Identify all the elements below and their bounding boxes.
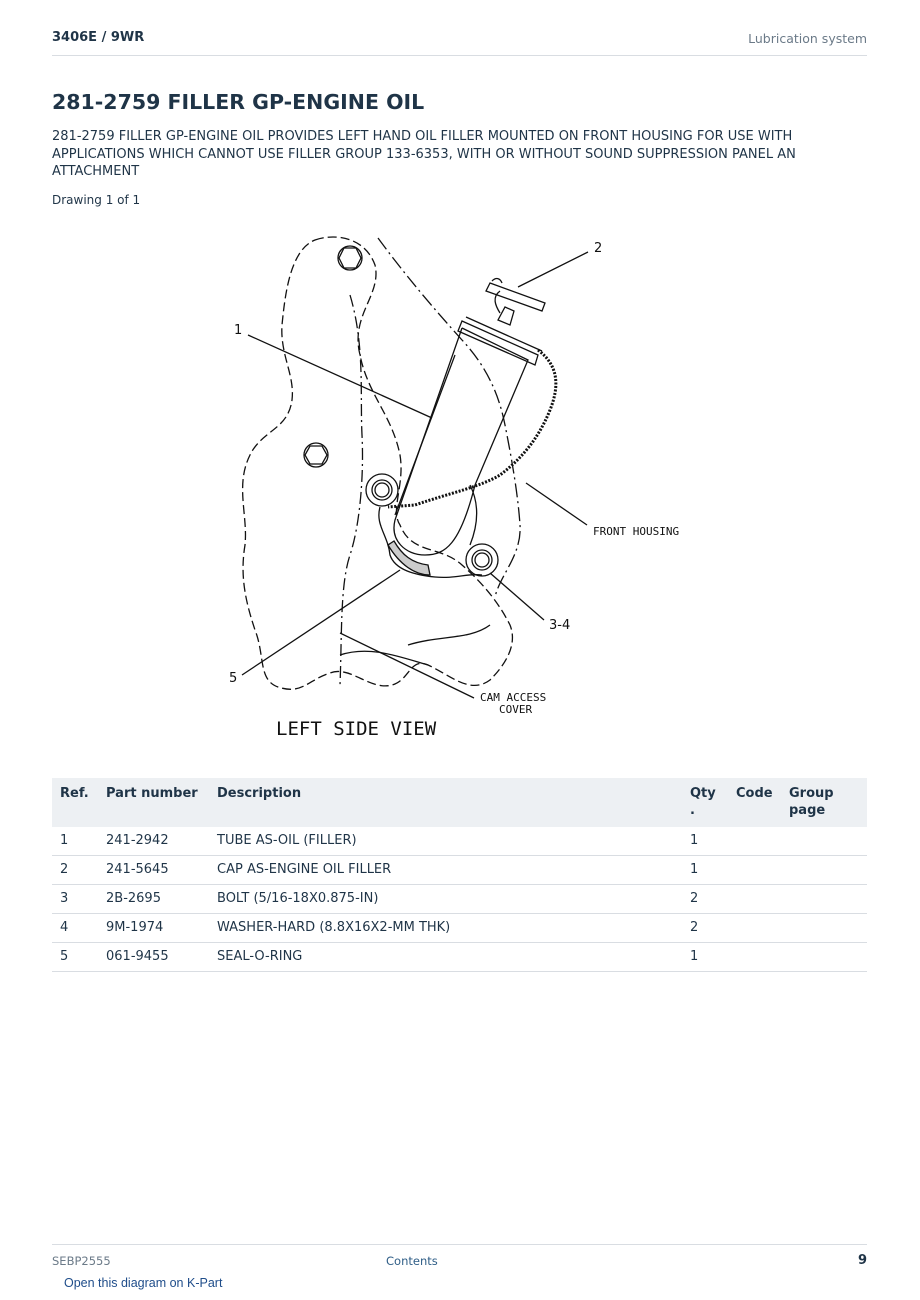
cam-access-cover-outline — [339, 624, 491, 666]
page-footer: SEBP2555 Contents 9 — [52, 1244, 867, 1275]
group-page-cell — [781, 942, 867, 972]
code-cell — [728, 855, 781, 885]
ref-cell: 4 — [52, 913, 98, 943]
filler-cap — [497, 306, 515, 326]
qty-cell: 2 — [682, 884, 728, 914]
group-page-cell — [781, 855, 867, 885]
ref-cell: 5 — [52, 942, 98, 972]
table-row: 1 241-2942 TUBE AS-OIL (FILLER) 1 — [52, 827, 867, 856]
col-header-code: Code — [728, 778, 781, 827]
description-cell: SEAL-O-RING — [209, 942, 682, 972]
qty-cell: 1 — [682, 827, 728, 856]
cam-access-label-line2: COVER — [499, 703, 532, 716]
page-number: 9 — [857, 1253, 867, 1268]
leader-1 — [247, 334, 433, 419]
group-page-cell — [781, 827, 867, 856]
page-header: 3406E / 9WR Lubrication system — [52, 28, 867, 56]
part-number-cell: 241-2942 — [98, 827, 209, 856]
code-cell — [728, 942, 781, 972]
col-header-qty: Qty. — [682, 778, 728, 827]
kpart-link[interactable]: Open this diagram on K-Part — [64, 1276, 223, 1290]
table-row: 5 061-9455 SEAL-O-RING 1 — [52, 942, 867, 972]
table-row: 4 9M-1974 WASHER-HARD (8.8X16X2-MM THK) … — [52, 913, 867, 943]
parts-diagram: 1 2 3-4 5 FRONT HOUSING CAM ACCESS COVER… — [200, 225, 720, 750]
table-row: 3 2B-2695 BOLT (5/16-18X0.875-IN) 2 — [52, 884, 867, 914]
code-cell — [728, 884, 781, 914]
callout-1: 1 — [234, 323, 242, 338]
callout-2: 2 — [594, 241, 602, 256]
ref-cell: 1 — [52, 827, 98, 856]
qty-cell: 2 — [682, 913, 728, 943]
code-cell — [728, 827, 781, 856]
tether-chain — [387, 348, 558, 509]
boss-middle — [303, 442, 329, 468]
table-row: 2 241-5645 CAP AS-ENGINE OIL FILLER 1 — [52, 855, 867, 885]
o-ring-seal — [387, 540, 431, 576]
ref-cell: 2 — [52, 855, 98, 885]
contents-link[interactable]: Contents — [386, 1254, 438, 1268]
col-header-part-number: Part number — [98, 778, 209, 827]
front-housing-outline — [241, 236, 514, 690]
view-label: LEFT SIDE VIEW — [276, 718, 437, 740]
qty-cell: 1 — [682, 942, 728, 972]
gasket-outline — [377, 237, 521, 598]
ref-cell: 3 — [52, 884, 98, 914]
qty-cell: 1 — [682, 855, 728, 885]
boss-upper — [337, 245, 363, 271]
group-page-cell — [781, 913, 867, 943]
drawing-count: Drawing 1 of 1 — [52, 193, 141, 207]
page-title: 281-2759 FILLER GP-ENGINE OIL — [52, 90, 425, 114]
bolt-right — [465, 543, 499, 577]
leader-front-housing — [525, 482, 588, 526]
description-cell: WASHER-HARD (8.8X16X2-MM THK) — [209, 913, 682, 943]
front-housing-label: FRONT HOUSING — [593, 525, 679, 538]
section-name: Lubrication system — [748, 31, 867, 46]
leader-3-4 — [489, 572, 545, 621]
group-page-cell — [781, 884, 867, 914]
bolt-left — [365, 473, 399, 507]
part-number-cell: 061-9455 — [98, 942, 209, 972]
code-cell — [728, 913, 781, 943]
description-cell: TUBE AS-OIL (FILLER) — [209, 827, 682, 856]
mounting-flange — [378, 484, 483, 579]
part-number-cell: 9M-1974 — [98, 913, 209, 943]
part-number-cell: 241-5645 — [98, 855, 209, 885]
cam-access-label-line1: CAM ACCESS — [480, 691, 546, 704]
col-header-description: Description — [209, 778, 682, 827]
engine-model: 3406E / 9WR — [52, 30, 145, 45]
description-cell: CAP AS-ENGINE OIL FILLER — [209, 855, 682, 885]
filler-tube — [393, 327, 529, 556]
leader-cam-access — [339, 632, 475, 699]
callout-5: 5 — [229, 671, 237, 686]
parts-table: Ref. Part number Description Qty. Code G… — [52, 778, 867, 972]
leader-5 — [241, 569, 401, 676]
col-header-ref: Ref. — [52, 778, 98, 827]
callout-3-4: 3-4 — [549, 618, 570, 633]
part-number-cell: 2B-2695 — [98, 884, 209, 914]
group-description: 281-2759 FILLER GP-ENGINE OIL PROVIDES L… — [52, 129, 796, 179]
table-header-row: Ref. Part number Description Qty. Code G… — [52, 778, 867, 827]
leader-2 — [517, 251, 589, 288]
document-id: SEBP2555 — [52, 1254, 111, 1268]
description-cell: BOLT (5/16-18X0.875-IN) — [209, 884, 682, 914]
